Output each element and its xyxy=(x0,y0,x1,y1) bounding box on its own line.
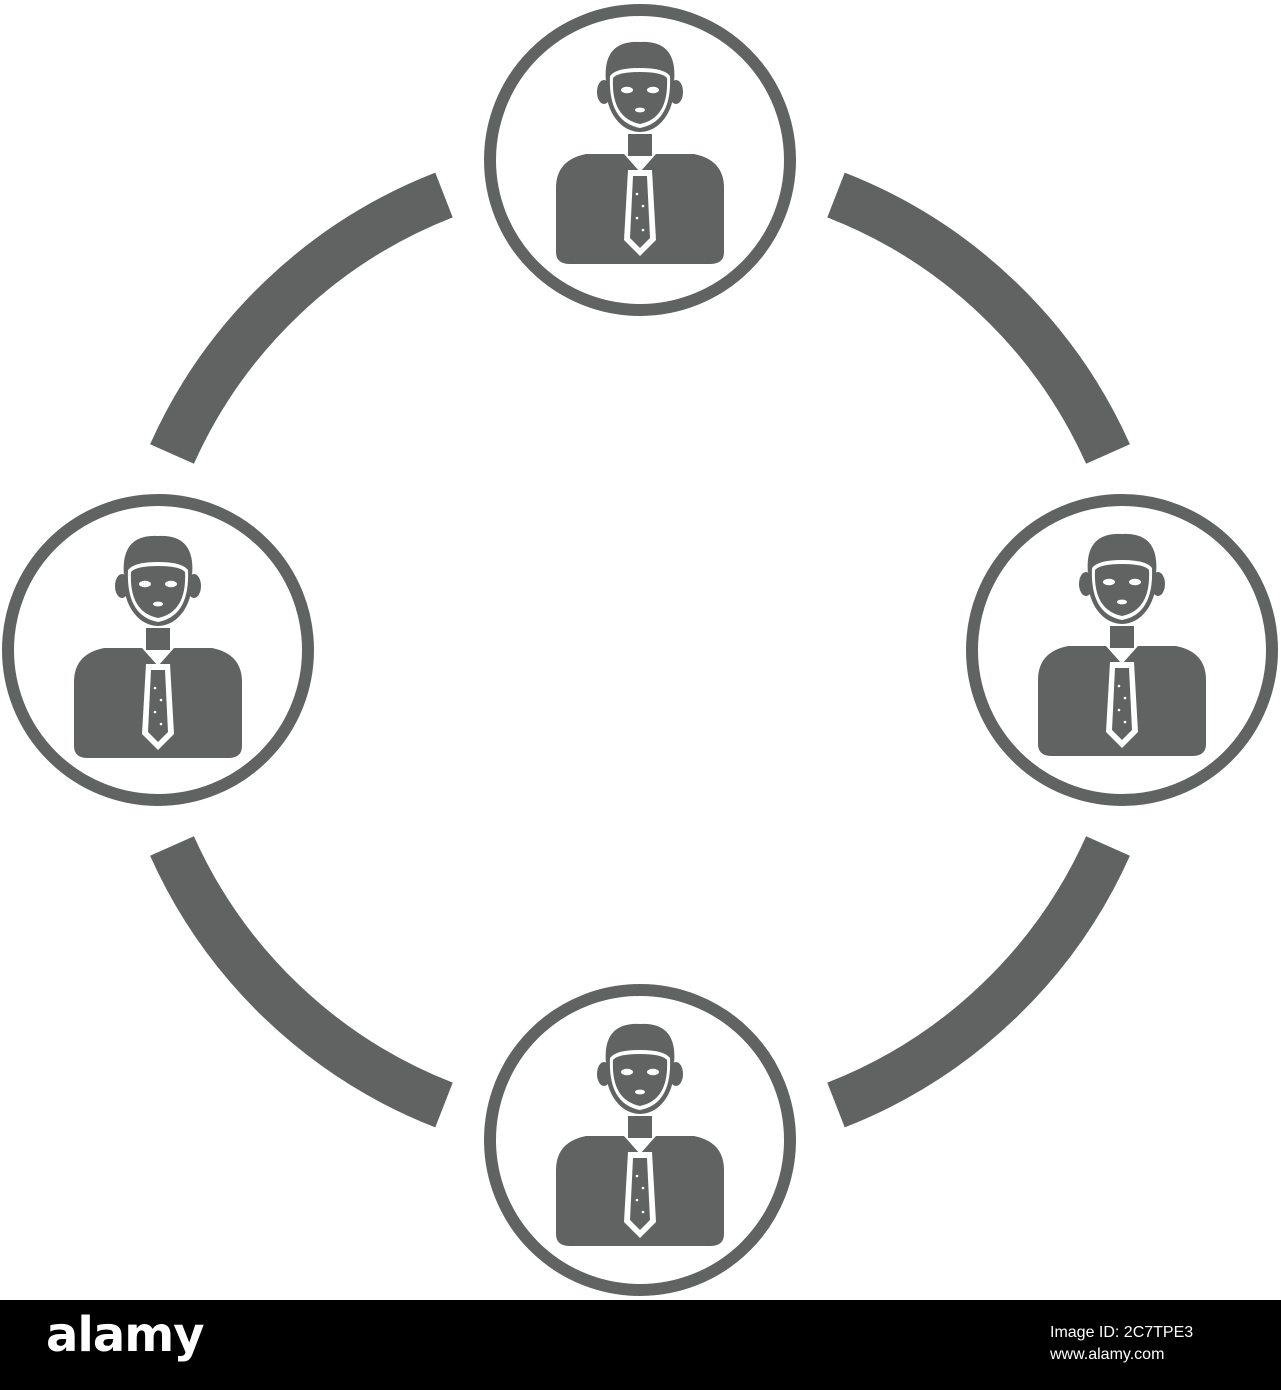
person-node-left xyxy=(2,494,314,806)
network-diagram xyxy=(2,4,1278,1296)
person-node-right xyxy=(966,494,1278,806)
ring-arc-top-right xyxy=(827,172,1130,464)
ring-arc-bottom-left xyxy=(150,836,453,1128)
person-node-bottom xyxy=(484,984,796,1296)
site-url-label: www.alamy.com xyxy=(1050,1346,1165,1363)
alamy-logo: alamy xyxy=(46,1307,205,1363)
ring-arc-bottom-right xyxy=(827,836,1130,1128)
watermark-footer: alamy Image ID: 2C7TPE3 www.alamy.com xyxy=(0,1300,1281,1390)
ring-arc-top-left xyxy=(150,172,453,464)
person-node-top xyxy=(484,4,796,316)
image-id-label: Image ID: 2C7TPE3 xyxy=(1050,1324,1194,1341)
